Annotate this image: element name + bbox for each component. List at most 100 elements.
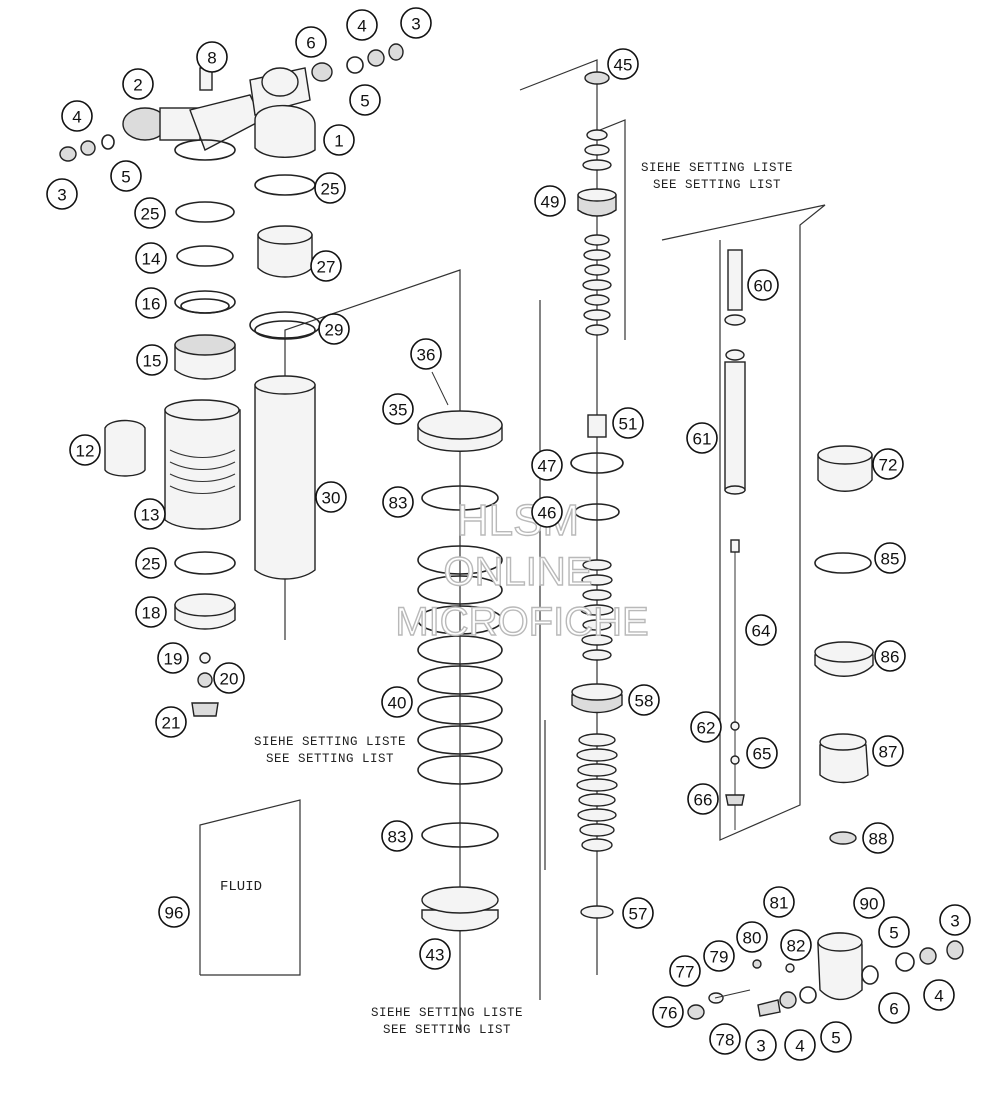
callout-3: 3 xyxy=(745,1029,777,1061)
callout-number: 6 xyxy=(306,34,315,53)
callout-61: 61 xyxy=(686,422,718,454)
callout-4: 4 xyxy=(923,979,955,1011)
callout-6: 6 xyxy=(878,992,910,1024)
callout-78: 78 xyxy=(709,1023,741,1055)
callout-46: 46 xyxy=(531,496,563,528)
callout-number: 78 xyxy=(716,1031,735,1050)
callout-number: 25 xyxy=(142,555,161,574)
callout-circle xyxy=(534,185,566,217)
callout-circle xyxy=(419,938,451,970)
callout-number: 5 xyxy=(121,168,130,187)
callout-35: 35 xyxy=(382,393,414,425)
callout-number: 12 xyxy=(76,442,95,461)
callout-circle xyxy=(382,393,414,425)
callout-number: 27 xyxy=(317,258,336,277)
callout-number: 4 xyxy=(357,17,366,36)
callout-circle xyxy=(874,640,906,672)
left-column-parts xyxy=(104,201,241,717)
callout-86: 86 xyxy=(874,640,906,672)
callout-circle xyxy=(158,896,190,928)
callout-57: 57 xyxy=(622,897,654,929)
callout-number: 6 xyxy=(889,1000,898,1019)
setting-note-bottom-line2: SEE SETTING LIST xyxy=(383,1023,511,1037)
callout-number: 57 xyxy=(629,905,648,924)
callout-8: 8 xyxy=(196,41,228,73)
callout-circle xyxy=(690,711,722,743)
shim-stack-column xyxy=(570,71,624,919)
setting-note-top-line2: SEE SETTING LIST xyxy=(653,178,781,192)
callout-number: 79 xyxy=(710,948,729,967)
reservoir-head xyxy=(59,43,404,162)
callout-circle xyxy=(134,498,166,530)
callout-number: 3 xyxy=(57,186,66,205)
callout-circle xyxy=(784,1029,816,1061)
callout-number: 86 xyxy=(881,648,900,667)
callout-circle xyxy=(314,172,346,204)
callout-circle xyxy=(136,344,168,376)
callout-79: 79 xyxy=(703,940,735,972)
callout-65: 65 xyxy=(746,737,778,769)
callout-number: 87 xyxy=(879,743,898,762)
callout-58: 58 xyxy=(628,684,660,716)
callout-circle xyxy=(628,684,660,716)
callout-4: 4 xyxy=(784,1029,816,1061)
watermark-line-3: MICROFICHE xyxy=(395,600,648,644)
callout-number: 72 xyxy=(879,456,898,475)
fluid-label: FLUID xyxy=(220,879,262,895)
callout-number: 83 xyxy=(388,828,407,847)
callout-number: 2 xyxy=(133,76,142,95)
watermark-line-1: HLSM xyxy=(457,496,579,545)
callout-number: 43 xyxy=(426,946,445,965)
callout-51: 51 xyxy=(612,407,644,439)
callout-number: 40 xyxy=(388,694,407,713)
callout-circle xyxy=(310,250,342,282)
callout-number: 5 xyxy=(831,1029,840,1048)
callout-circle xyxy=(736,921,768,953)
callout-circle xyxy=(135,287,167,319)
callout-number: 90 xyxy=(860,895,879,914)
callout-circle xyxy=(110,160,142,192)
callout-60: 60 xyxy=(747,269,779,301)
callout-circle xyxy=(763,886,795,918)
callout-number: 30 xyxy=(322,489,341,508)
callout-circle xyxy=(122,68,154,100)
callout-5: 5 xyxy=(110,160,142,192)
callout-circle xyxy=(820,1021,852,1053)
callout-circle xyxy=(295,26,327,58)
callout-circle xyxy=(612,407,644,439)
callout-4: 4 xyxy=(61,100,93,132)
callout-62: 62 xyxy=(690,711,722,743)
callout-2: 2 xyxy=(122,68,154,100)
callout-number: 76 xyxy=(659,1004,678,1023)
callout-number: 3 xyxy=(950,912,959,931)
setting-note-top-line1: SIEHE SETTING LISTE xyxy=(641,161,793,175)
callout-16: 16 xyxy=(135,287,167,319)
callout-80: 80 xyxy=(736,921,768,953)
callout-3: 3 xyxy=(939,904,971,936)
setting-note-bottom-line1: SIEHE SETTING LISTE xyxy=(371,1006,523,1020)
callout-circle xyxy=(531,449,563,481)
callout-36: 36 xyxy=(410,338,442,370)
callout-18: 18 xyxy=(135,596,167,628)
callout-number: 8 xyxy=(207,49,216,68)
callout-81: 81 xyxy=(763,886,795,918)
callout-circle xyxy=(318,313,350,345)
callout-number: 64 xyxy=(752,622,771,641)
callout-29: 29 xyxy=(318,313,350,345)
callout-85: 85 xyxy=(874,542,906,574)
callout-43: 43 xyxy=(419,938,451,970)
callout-circle xyxy=(923,979,955,1011)
callout-circle xyxy=(135,547,167,579)
callout-number: 51 xyxy=(619,415,638,434)
callout-circle xyxy=(939,904,971,936)
callout-number: 16 xyxy=(142,295,161,314)
callout-circle xyxy=(703,940,735,972)
callout-number: 36 xyxy=(417,346,436,365)
callout-64: 64 xyxy=(745,614,777,646)
callout-number: 5 xyxy=(889,924,898,943)
reservoir-column xyxy=(249,174,321,580)
callout-circle xyxy=(669,955,701,987)
callout-circle xyxy=(382,486,414,518)
callout-88: 88 xyxy=(862,822,894,854)
